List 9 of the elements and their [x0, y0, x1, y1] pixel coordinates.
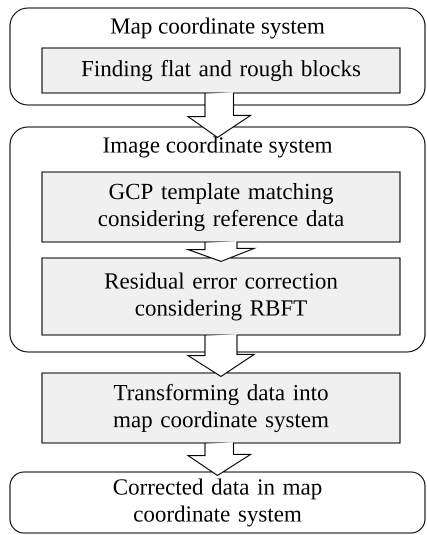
- block-arrow: [186, 334, 256, 378]
- process-box: Finding flat and rough blocks: [41, 47, 401, 94]
- block-arrow: [186, 442, 252, 476]
- process-box: Residual error correction considering RBFT: [41, 257, 401, 336]
- block-arrow: [184, 240, 257, 262]
- result-box: Corrected data in map coordinate system: [9, 471, 426, 534]
- process-box: Transforming data into map coordinate system: [41, 372, 401, 444]
- process-box: GCP template matching considering reference data: [41, 171, 401, 243]
- block-arrow: [186, 92, 252, 138]
